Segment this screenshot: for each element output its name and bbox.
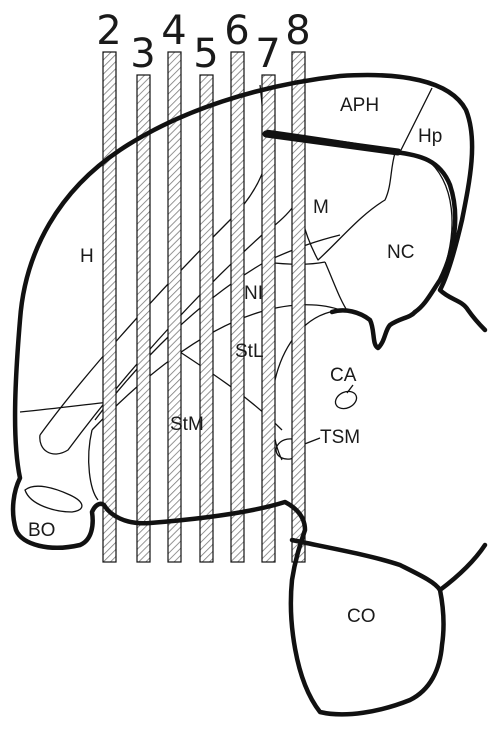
slice-number-4: 4 <box>161 8 186 54</box>
region-label-tsm: TSM <box>320 427 360 448</box>
region-label-nc: NC <box>387 242 414 263</box>
thick-outlines <box>10 72 488 717</box>
slice-strips <box>102 51 306 563</box>
slice-strip-6 <box>230 51 245 563</box>
slice-strip-4 <box>167 51 182 563</box>
slice-number-3: 3 <box>130 31 155 77</box>
slice-number-5: 5 <box>193 31 218 77</box>
slice-strip-3 <box>136 74 151 563</box>
brain-outline <box>10 72 488 717</box>
region-label-stl: StL <box>235 341 264 362</box>
region-label-h: H <box>80 246 94 267</box>
region-label-ni: NI <box>244 283 263 304</box>
region-label-stm: StM <box>170 414 204 435</box>
slice-strip-8 <box>291 51 306 563</box>
slice-number-2: 2 <box>96 8 121 54</box>
slice-strip-7 <box>261 74 276 563</box>
slice-strip-5 <box>199 74 214 563</box>
slice-number-7: 7 <box>255 31 280 77</box>
region-labels: APH Hp M H NC NI StL CA StM TSM BO CO <box>28 95 442 627</box>
region-label-bo: BO <box>28 520 55 541</box>
region-label-m: M <box>313 197 329 218</box>
slice-numbers: 2 3 4 5 6 7 8 <box>96 8 310 77</box>
slice-number-8: 8 <box>285 8 310 54</box>
slice-number-6: 6 <box>224 8 249 54</box>
region-label-co: CO <box>347 606 376 627</box>
slice-strip-2 <box>102 51 117 563</box>
region-label-ca: CA <box>330 365 357 386</box>
region-label-aph: APH <box>340 95 379 116</box>
region-label-hp: Hp <box>418 126 442 147</box>
